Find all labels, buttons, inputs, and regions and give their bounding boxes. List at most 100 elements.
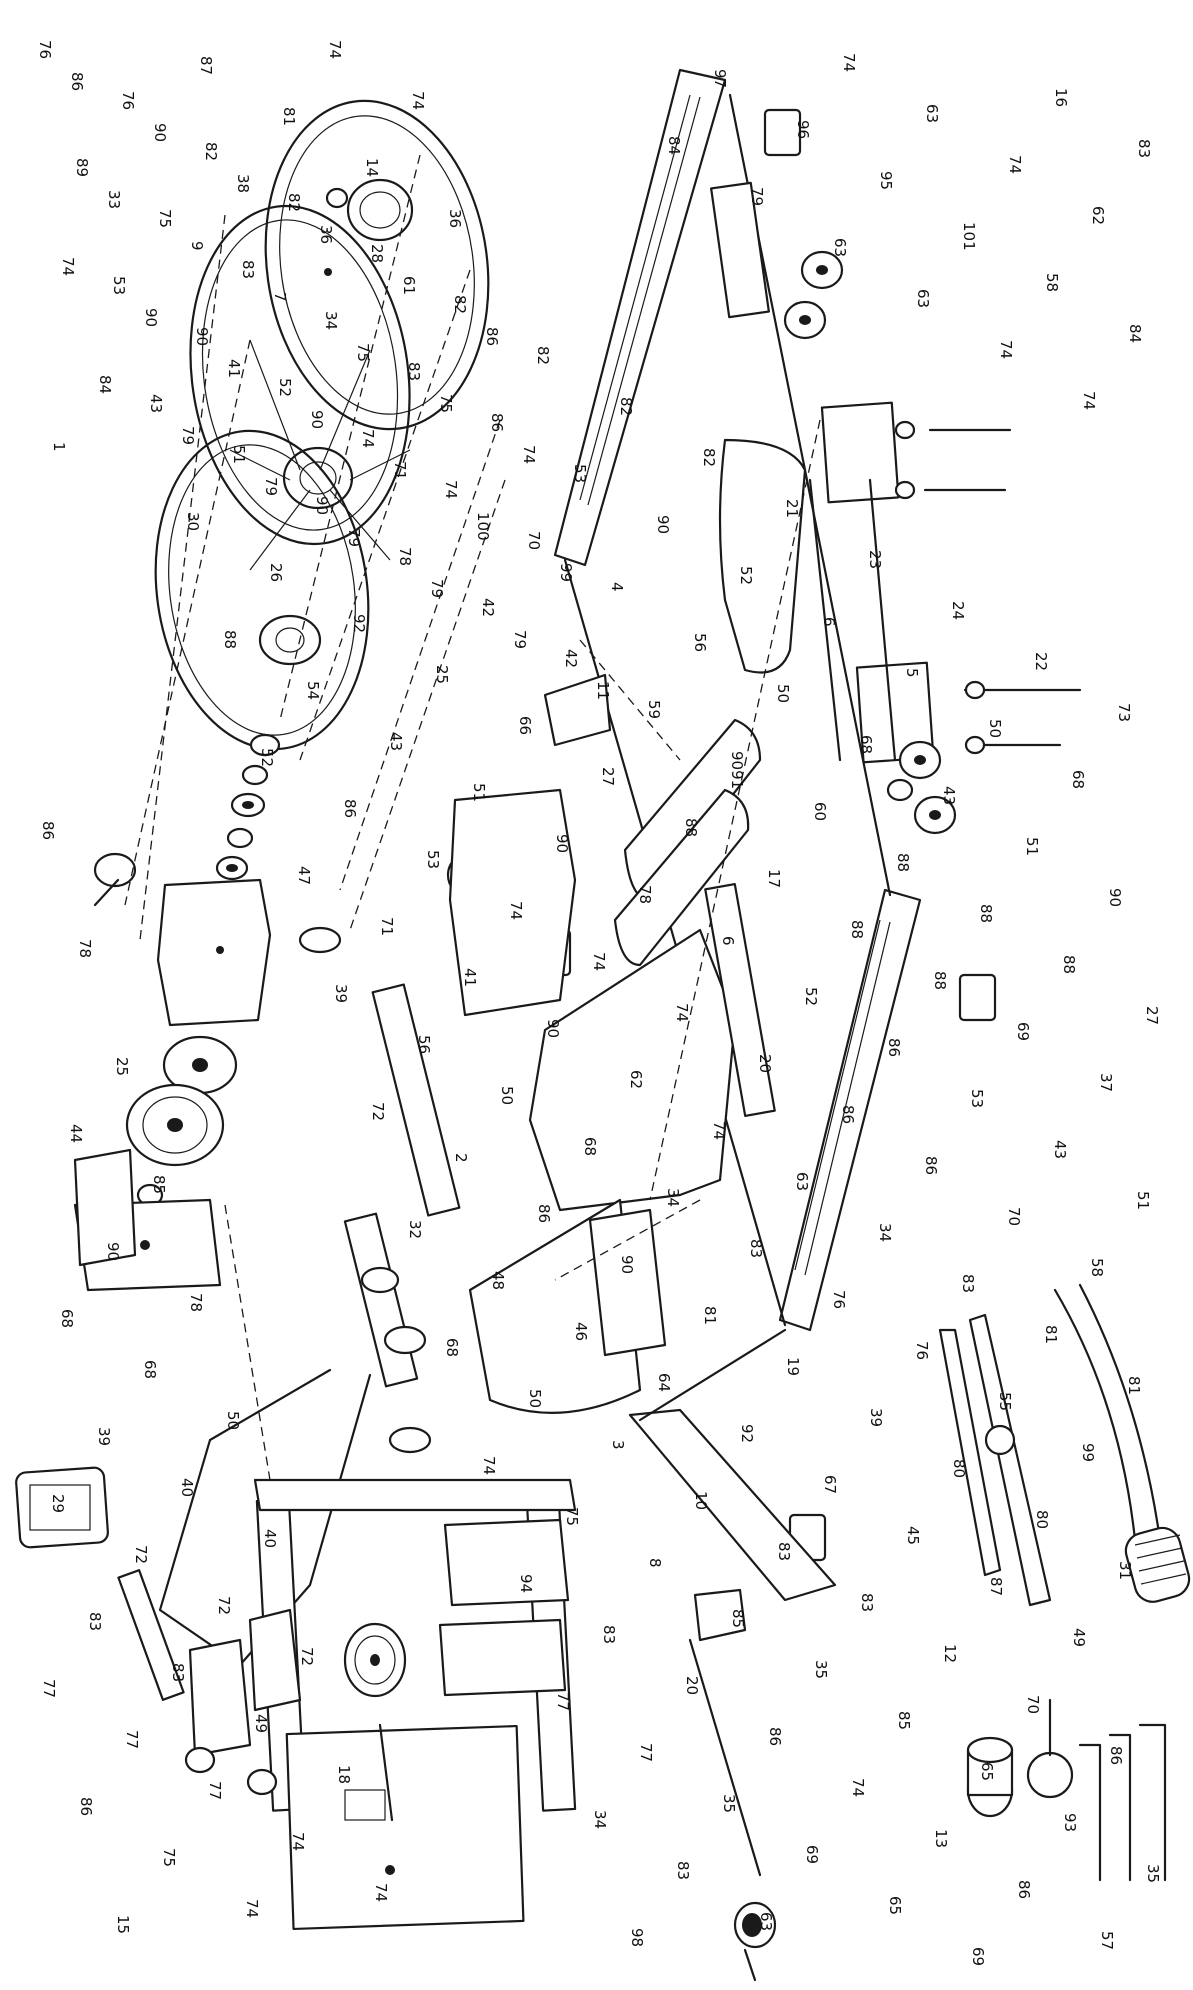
part-number-label: 88: [931, 971, 949, 990]
part-number-label: 52: [258, 748, 276, 767]
part-number-label: 43: [147, 394, 165, 413]
part-number-label: 59: [645, 700, 663, 719]
part-number-label: 97: [711, 69, 729, 88]
part-number-label: 83: [674, 1861, 692, 1880]
part-number-label: 71: [391, 461, 409, 480]
part-number-label: 3: [609, 1440, 627, 1450]
part-number-label: 16: [1052, 88, 1070, 107]
part-number-label: 74: [289, 1832, 307, 1851]
part-number-label: 56: [415, 1035, 433, 1054]
part-number-label: 88: [221, 630, 239, 649]
part-number-label: 11: [594, 681, 612, 700]
part-number-label: 86: [1015, 1880, 1033, 1899]
seat-axles: [923, 428, 1082, 747]
foot-bar-55: [704, 883, 776, 1117]
part-number-label: 86: [839, 1105, 857, 1124]
tool-wrench-99: [1026, 1698, 1074, 1799]
part-number-label: 42: [479, 598, 497, 617]
part-number-label: 2: [452, 1153, 470, 1163]
part-number-labels: 7676828228828282822123242273897583348386…: [36, 40, 1162, 1966]
seat-plate-6a: [820, 401, 900, 504]
part-number-label: 73: [1115, 703, 1133, 722]
part-number-label: 20: [683, 1676, 701, 1695]
part-number-label: 39: [867, 1408, 885, 1427]
part-number-label: 74: [1006, 155, 1024, 174]
bracket-20: [543, 673, 612, 747]
part-number-label: 83: [1135, 139, 1153, 158]
part-number-label: 77: [554, 1692, 572, 1711]
part-number-label: 62: [1089, 206, 1107, 225]
part-number-label: 52: [802, 987, 820, 1006]
part-number-label: 60: [811, 802, 829, 821]
part-number-label: 88: [1060, 955, 1078, 974]
part-number-label: 93: [1061, 1813, 1079, 1832]
part-number-label: 76: [913, 1341, 931, 1360]
part-number-label: 83: [600, 1625, 618, 1644]
part-number-label: 99: [557, 563, 575, 582]
part-number-label: 68: [1069, 770, 1087, 789]
front-stand: [253, 1478, 577, 1931]
part-number-label: 52: [276, 378, 294, 397]
part-number-label: 76: [830, 1290, 848, 1309]
part-number-label: 81: [1125, 1376, 1143, 1395]
part-number-label: 101: [960, 222, 978, 251]
part-number-label: 78: [636, 885, 654, 904]
part-number-label: 40: [261, 1529, 279, 1548]
part-number-label: 81: [701, 1306, 719, 1325]
part-number-label: 51: [1023, 837, 1041, 856]
part-number-label: 75: [156, 209, 174, 228]
part-number-label: 50: [526, 1389, 544, 1408]
part-number-label: 53: [968, 1089, 986, 1108]
part-number-label: 99: [1079, 1443, 1097, 1462]
part-number-label: 84: [665, 136, 683, 155]
part-number-label: 87: [987, 1577, 1005, 1596]
part-number-label: 74: [372, 1883, 390, 1902]
part-number-label: 53: [424, 850, 442, 869]
part-number-label: 53: [110, 276, 128, 295]
part-number-label: 4: [608, 582, 626, 592]
part-number-label: 51: [1134, 1191, 1152, 1210]
part-number-label: 25: [433, 665, 451, 684]
part-number-label: 75: [437, 394, 455, 413]
part-number-label: 83: [747, 1239, 765, 1258]
part-number-label: 83: [86, 1612, 104, 1631]
part-number-label: 77: [40, 1679, 58, 1698]
part-number-label: 34: [591, 1810, 609, 1829]
part-number-label: 21: [783, 499, 801, 518]
part-number-label: 62: [627, 1070, 645, 1089]
part-number-label: 81: [280, 107, 298, 126]
part-number-label: 85: [729, 1609, 747, 1628]
part-number-label: 68: [857, 735, 875, 754]
part-number-label: 9091: [728, 751, 746, 789]
part-number-label: 82: [202, 142, 220, 161]
part-number-label: 86: [68, 72, 86, 91]
part-number-label: 72: [215, 1596, 233, 1615]
part-number-label: 50: [498, 1086, 516, 1105]
part-number-label: 20: [756, 1054, 774, 1073]
part-number-label: 40: [178, 1478, 196, 1497]
part-number-label: 77: [637, 1743, 655, 1762]
roller-69: [93, 852, 137, 907]
part-number-label: 71: [378, 917, 396, 936]
part-number-label: 80: [1033, 1510, 1051, 1529]
part-number-label: 74: [442, 480, 460, 499]
part-number-label: 8: [646, 1558, 664, 1568]
part-number-label: 86: [535, 1204, 553, 1223]
part-number-label: 36: [317, 225, 335, 244]
part-number-label: 23: [866, 550, 884, 569]
part-number-label: 7: [271, 292, 289, 302]
part-number-label: 63: [757, 1912, 775, 1931]
part-number-label: 74: [243, 1899, 261, 1918]
part-number-label: 74: [849, 1778, 867, 1797]
part-number-label: 35: [1144, 1864, 1162, 1883]
part-number-label: 72: [298, 1647, 316, 1666]
part-number-label: 86: [341, 799, 359, 818]
part-number-label: 55: [996, 1392, 1014, 1411]
part-number-label: 47: [295, 866, 313, 885]
part-number-label: 43: [940, 786, 958, 805]
part-number-label: 86: [922, 1156, 940, 1175]
part-number-label: 12: [941, 1644, 959, 1663]
handle-grip-58: [1053, 1283, 1191, 1603]
part-number-label: 31: [1116, 1561, 1134, 1580]
